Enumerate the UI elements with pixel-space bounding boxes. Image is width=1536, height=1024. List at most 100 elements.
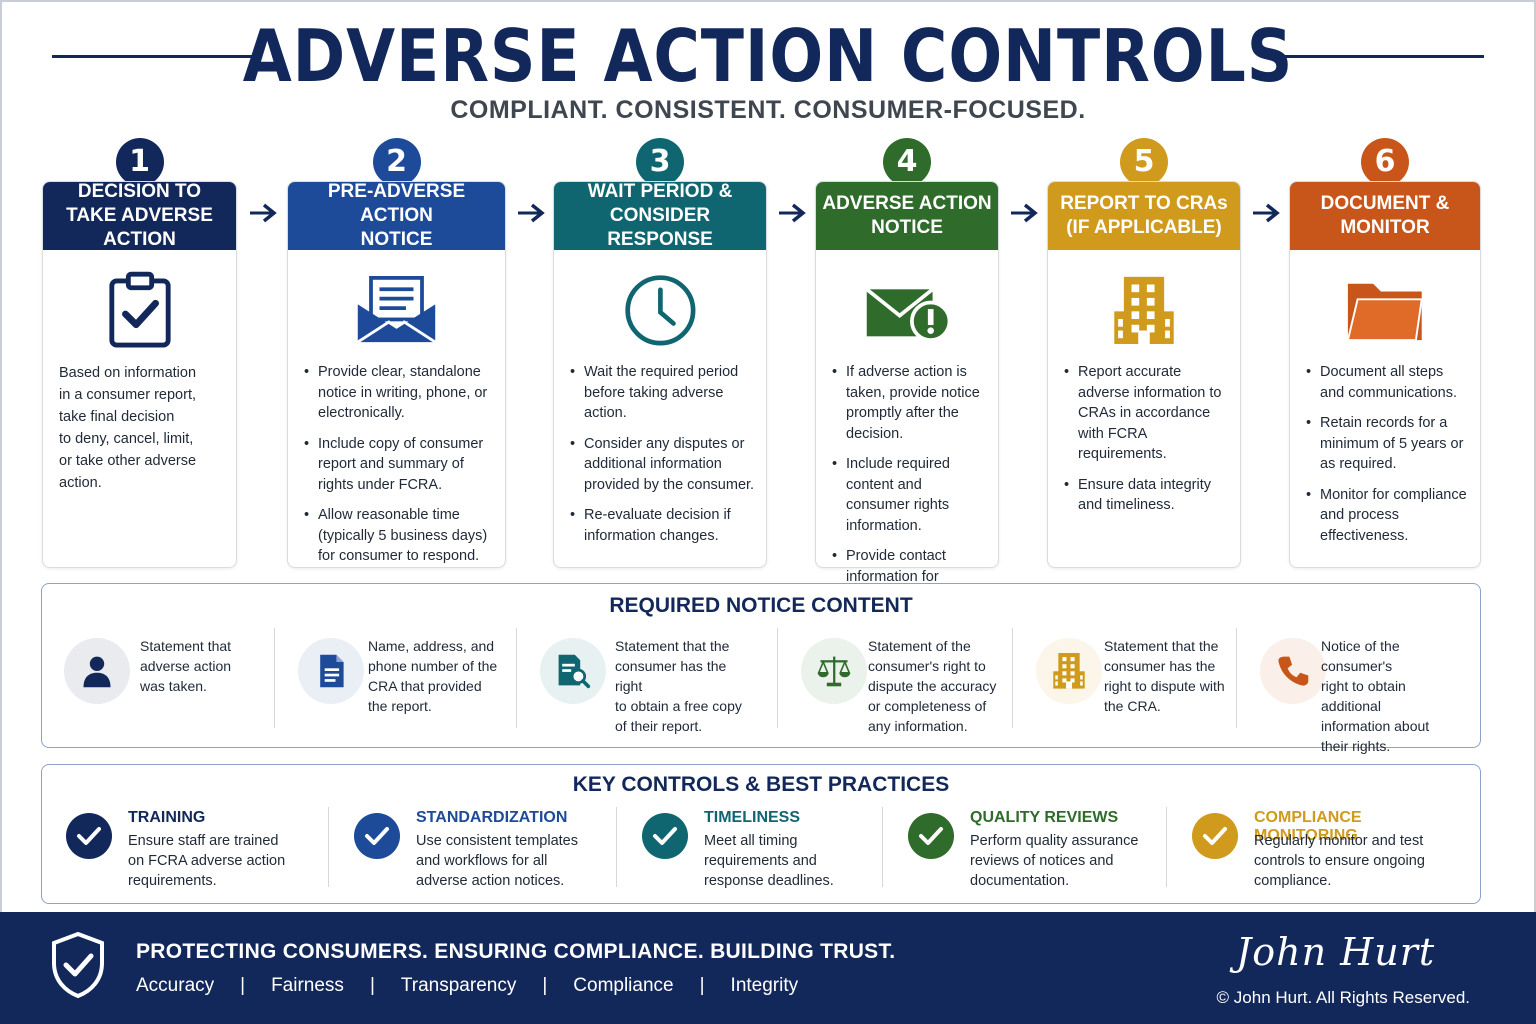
- page-subtitle: COMPLIANT. CONSISTENT. CONSUMER-FOCUSED.: [450, 96, 1086, 124]
- divider: [1166, 807, 1167, 887]
- scales-icon: [801, 638, 867, 704]
- step-bullet: Include required content and consumer ri…: [832, 454, 988, 536]
- control-text: Ensure staff are trained on FCRA adverse…: [128, 833, 286, 889]
- divider: [616, 807, 617, 887]
- step-title: DECISION TO TAKE ADVERSE ACTION: [43, 181, 236, 250]
- footer-values: Accuracy | Fairness | Transparency | Complianc…: [136, 975, 798, 997]
- control-item: TRAINING Ensure staff are trained on FCRA…: [42, 807, 322, 889]
- step-number-badge: 2: [372, 138, 421, 186]
- check-circle-icon: [908, 813, 954, 859]
- check-circle-icon: [642, 813, 688, 859]
- divider: [516, 628, 517, 728]
- step-card: PRE-ADVERSE ACTION NOTICEProvide clear, …: [287, 181, 506, 568]
- control-text: Regularly monitor and test controls to e…: [1254, 833, 1425, 889]
- check-circle-icon: [66, 813, 112, 859]
- arrow-right-icon: [1009, 200, 1039, 231]
- footer-value: Transparency: [400, 975, 517, 996]
- step-bullet: Document all steps and communications.: [1306, 362, 1470, 403]
- notice-item: Statement that adverse action was taken.: [42, 630, 272, 730]
- control-text: Meet all timing requirements and respons…: [704, 833, 834, 889]
- step-bullet: Include copy of consumer report and summ…: [304, 434, 495, 496]
- step-number-badge: 6: [1361, 138, 1409, 186]
- notice-item: Notice of the consumer's right to obtain…: [1238, 630, 1468, 754]
- separator: |: [369, 975, 375, 996]
- arrow-right-icon: [777, 200, 807, 231]
- separator: |: [542, 975, 548, 996]
- step-number-badge: 3: [636, 138, 684, 186]
- control-text: Use consistent templates and workflows f…: [416, 833, 578, 889]
- step-title: ADVERSE ACTION NOTICE: [816, 182, 998, 250]
- footer-value: Fairness: [271, 975, 344, 996]
- notice-item-text: Statement that the consumer has the righ…: [615, 638, 742, 734]
- step-number-badge: 1: [115, 138, 164, 186]
- divider: [328, 807, 329, 887]
- step-title: DOCUMENT & MONITOR: [1290, 182, 1480, 250]
- key-controls-panel: KEY CONTROLS & BEST PRACTICES TRAINING En…: [41, 764, 1481, 904]
- copyright: © John Hurt. All Rights Reserved.: [1216, 988, 1470, 1007]
- person-icon: [64, 638, 130, 704]
- separator: |: [240, 975, 246, 996]
- folder-icon: [1290, 270, 1480, 350]
- document-search-icon: [540, 638, 606, 704]
- notice-item-text: Name, address, and phone number of the C…: [368, 638, 498, 714]
- step-bullet: Allow reasonable time (typically 5 busin…: [304, 505, 495, 567]
- arrow-right-icon: [1251, 200, 1281, 231]
- notice-item: Statement of the consumer's right to dis…: [779, 630, 1009, 734]
- step-title: REPORT TO CRAs (IF APPLICABLE): [1048, 182, 1240, 250]
- step-description: Document all steps and communications. Re…: [1306, 362, 1470, 556]
- step-bullet: Monitor for compliance and process effec…: [1306, 485, 1470, 547]
- step-bullet: Wait the required period before taking a…: [570, 362, 756, 424]
- step-card: ADVERSE ACTION NOTICE If adverse action i…: [815, 181, 999, 605]
- separator: |: [699, 975, 705, 996]
- title-rule-left: [52, 55, 252, 58]
- step-bullet: Ensure data integrity and timeliness.: [1064, 475, 1230, 516]
- divider: [274, 628, 275, 728]
- notice-item: Name, address, and phone number of the C…: [276, 630, 506, 730]
- control-heading: TRAINING: [128, 809, 206, 826]
- control-heading: QUALITY REVIEWS: [970, 809, 1119, 826]
- footer-tagline: PROTECTING CONSUMERS. ENSURING COMPLIANC…: [136, 940, 896, 963]
- required-notice-title: REQUIRED NOTICE CONTENT: [609, 594, 913, 617]
- footer-value: Integrity: [730, 975, 799, 996]
- control-heading: TIMELINESS: [704, 809, 801, 826]
- control-item: TIMELINESS Meet all timing requirements a…: [618, 807, 898, 889]
- page-title: ADVERSE ACTION CONTROLS: [242, 14, 1294, 98]
- clock-icon: [554, 270, 766, 350]
- step-bullet: If adverse action is taken, provide noti…: [832, 362, 988, 444]
- check-circle-icon: [354, 813, 400, 859]
- arrow-right-icon: [248, 200, 278, 231]
- document-icon: [298, 638, 364, 704]
- step-card: DOCUMENT & MONITOR Document all steps and…: [1289, 181, 1481, 568]
- phone-icon: [1260, 638, 1326, 704]
- divider: [1236, 628, 1237, 728]
- step-number-badge: 5: [1120, 138, 1168, 186]
- envelope-letter-icon: [288, 270, 505, 350]
- building-icon: [1036, 638, 1102, 704]
- step-title: PRE-ADVERSE ACTION NOTICE: [288, 181, 505, 250]
- notice-item: Statement that the consumer has the righ…: [518, 630, 748, 734]
- step-card: WAIT PERIOD & CONSIDER RESPONSEWait the …: [553, 181, 767, 568]
- step-bullet: Retain records for a minimum of 5 years …: [1306, 413, 1470, 475]
- control-heading: COMPLIANCE MONITORING: [1254, 809, 1362, 844]
- step-description: Wait the required period before taking a…: [570, 362, 756, 556]
- notice-item: Statement that the consumer has the righ…: [1014, 630, 1244, 730]
- notice-item-text: Notice of the consumer's right to obtain…: [1321, 638, 1430, 754]
- step-description: Provide clear, standalone notice in writ…: [304, 362, 495, 577]
- key-controls-title: KEY CONTROLS & BEST PRACTICES: [572, 773, 950, 796]
- footer-value: Compliance: [573, 975, 674, 996]
- clipboard-check-icon: [43, 270, 236, 350]
- signature: John Hurt: [1236, 930, 1436, 974]
- envelope-alert-icon: [816, 270, 998, 350]
- arrow-right-icon: [516, 200, 546, 231]
- step-description: Report accurate adverse information to C…: [1064, 362, 1230, 526]
- notice-item-text: Statement that adverse action was taken.: [140, 638, 232, 694]
- step-description: If adverse action is taken, provide noti…: [832, 362, 988, 618]
- step-bullet: Consider any disputes or additional info…: [570, 434, 756, 496]
- footer-value: Accuracy: [136, 975, 215, 996]
- step-bullet: Report accurate adverse information to C…: [1064, 362, 1230, 465]
- footer-banner: PROTECTING CONSUMERS. ENSURING COMPLIANC…: [0, 912, 1536, 1024]
- shield-check-icon: [48, 930, 108, 1005]
